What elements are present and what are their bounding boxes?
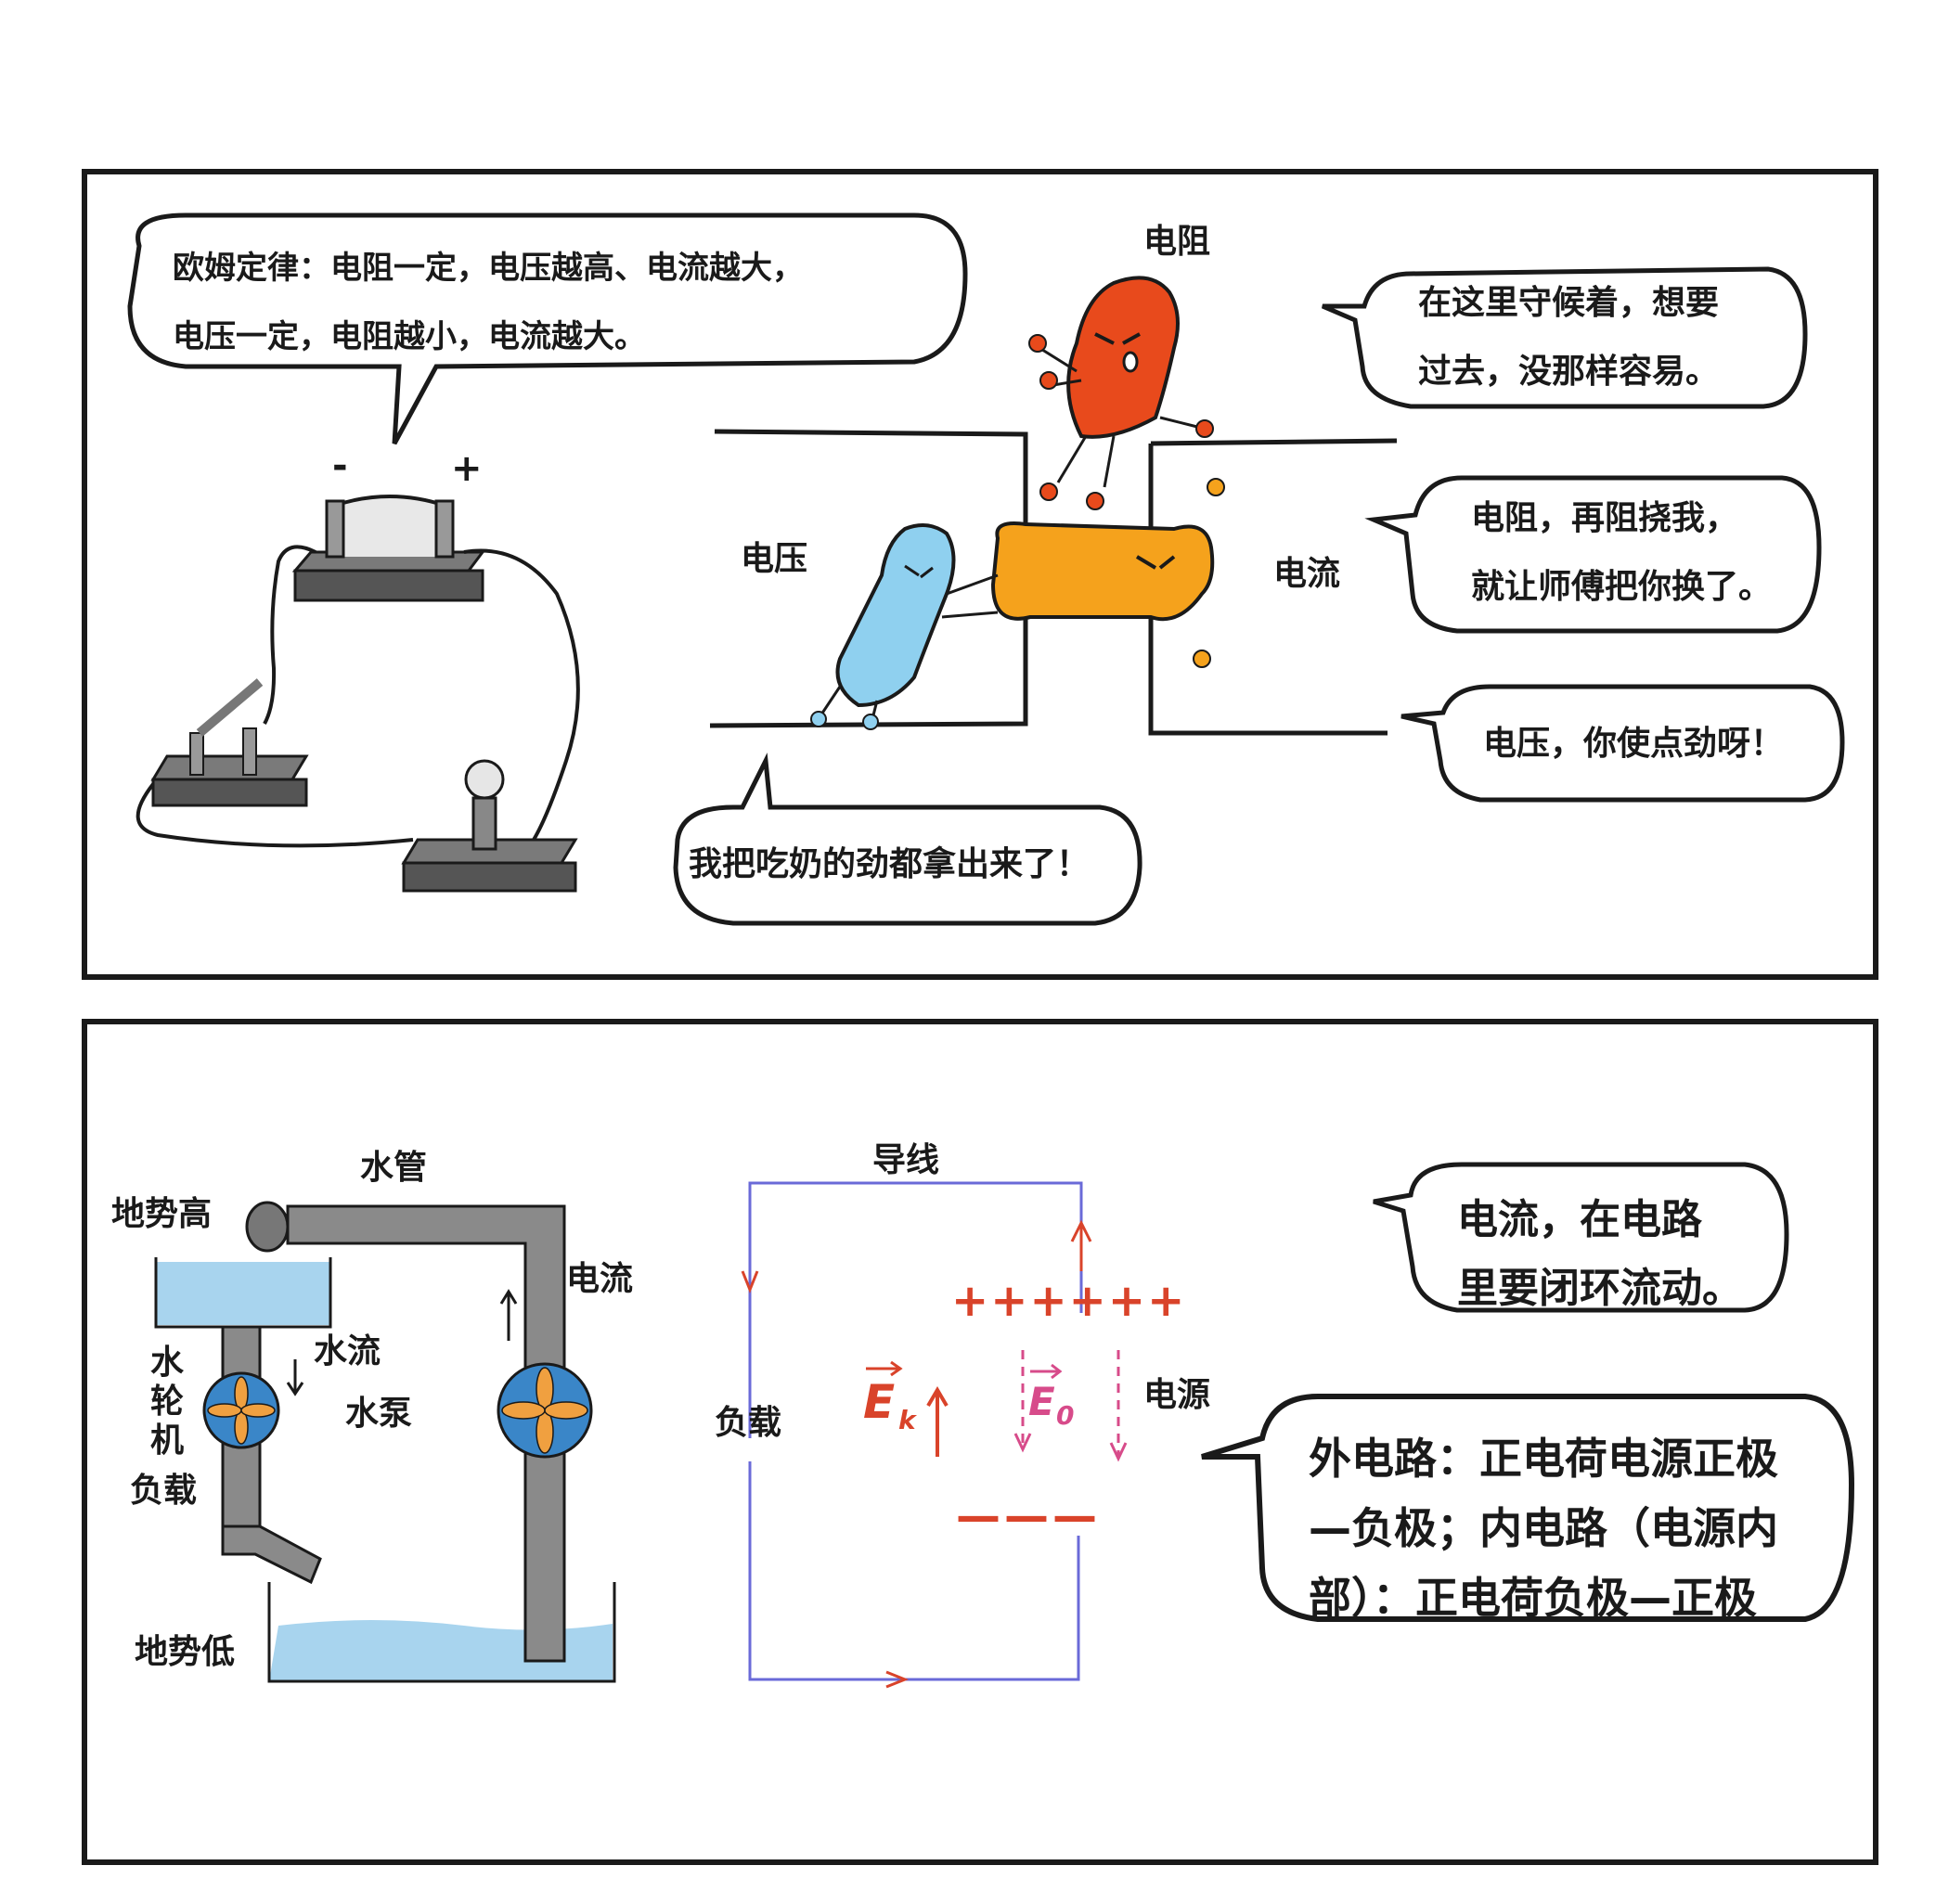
resistance-bubble-line-1: 在这里守候着，想要 xyxy=(1418,284,1720,322)
loop-bubble-line-2: 里要闭环流动。 xyxy=(1457,1265,1743,1312)
explain-bubble-line-2: —负极；内电路（电源内 xyxy=(1309,1503,1778,1553)
voltage-bubble-text: 我把吃奶的劲都拿出来了！ xyxy=(689,845,1091,883)
resistance-bubble-line-2: 过去，没那样容易。 xyxy=(1418,353,1720,391)
explain-bubble-line-1: 外电路：正电荷电源正极 xyxy=(1309,1434,1778,1484)
ohm-bubble-line-1: 欧姆定律：电阻一定，电压越高、电流越大， xyxy=(173,250,804,287)
current-bubble-1-line-2: 就让师傅把你换了。 xyxy=(1471,568,1773,606)
ohm-bubble-line-2: 电压一定，电阻越小，电流越大。 xyxy=(173,318,646,355)
explain-bubble-line-3: 部）：正电荷负极—正极 xyxy=(1309,1573,1757,1623)
loop-bubble-line-1: 电流，在电路 xyxy=(1457,1196,1702,1243)
current-bubble-2-text: 电压，你使点劲呀！ xyxy=(1483,725,1785,763)
current-bubble-1-line-1: 电阻，再阻挠我， xyxy=(1471,499,1739,537)
